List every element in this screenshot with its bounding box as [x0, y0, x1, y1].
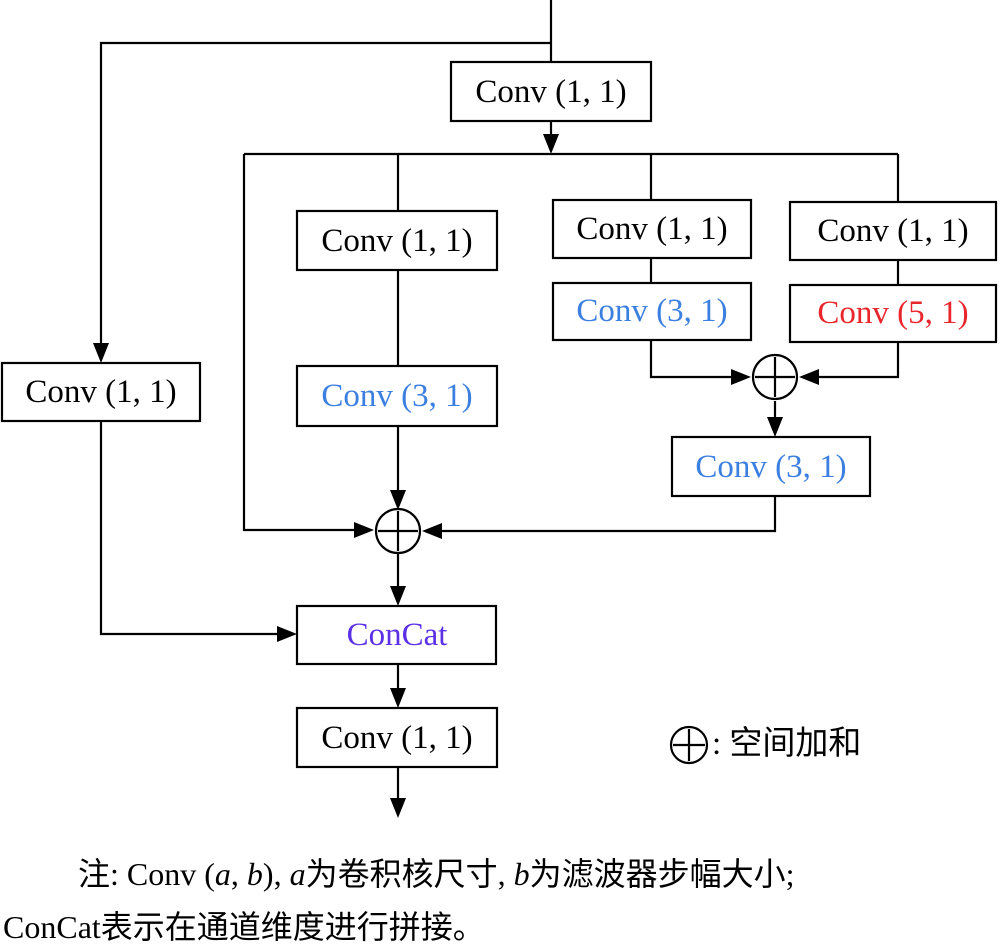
legend: : 空间加和 — [669, 725, 861, 765]
note-var-b: b — [514, 856, 530, 892]
arrowhead — [543, 134, 559, 154]
node-label: Conv (1, 1) — [817, 213, 968, 249]
circle-plus-icon — [669, 725, 709, 765]
note-sep: , — [231, 856, 247, 892]
arrowhead — [390, 490, 406, 510]
note-var-b: b — [247, 856, 263, 892]
arrowhead — [731, 369, 751, 385]
lower-adder-icon — [374, 507, 422, 555]
note-mid: 为卷积核尺寸, — [306, 856, 514, 892]
node-label: Conv (3, 1) — [695, 449, 846, 485]
node-conv-left: Conv (1, 1) — [0, 361, 202, 423]
node-label: Conv (1, 1) — [25, 374, 176, 410]
arrowhead — [277, 626, 297, 642]
node-label: Conv (1, 1) — [576, 211, 727, 247]
note-prefix: 注: Conv ( — [78, 856, 215, 892]
edges — [93, 0, 900, 818]
arrowhead — [767, 417, 783, 437]
arrowhead — [799, 369, 819, 385]
edge-bus-to-lower-adder — [242, 154, 360, 532]
node-label: Conv (1, 1) — [321, 720, 472, 756]
note-line-1: 注: Conv (a, b), a为卷积核尺寸, b为滤波器步幅大小; — [78, 856, 794, 892]
node-conv-merge-3x1: Conv (3, 1) — [670, 435, 872, 498]
node-conv-branch3-3x1: Conv (3, 1) — [551, 281, 753, 342]
upper-adder-icon — [751, 353, 799, 401]
legend-text: : 空间加和 — [712, 725, 861, 762]
node-conv-branch4-5x1: Conv (5, 1) — [788, 283, 998, 344]
note: 注: Conv (a, b), a为卷积核尺寸, b为滤波器步幅大小; ConC… — [3, 856, 794, 945]
note-var-a: a — [215, 856, 231, 892]
node-conv-out: Conv (1, 1) — [295, 706, 499, 769]
node-concat: ConCat — [295, 604, 498, 666]
edge-merge-conv-to-lower-adder — [436, 496, 777, 533]
note-mid: 为滤波器步幅大小; — [530, 856, 795, 892]
edge-b3-conv3-to-upper-adder — [649, 340, 737, 379]
node-label: Conv (1, 1) — [321, 223, 472, 259]
node-label: Conv (3, 1) — [321, 378, 472, 414]
node-conv-branch2-3x1: Conv (3, 1) — [295, 364, 499, 428]
node-label: Conv (5, 1) — [817, 295, 968, 331]
arrowhead — [422, 523, 442, 539]
edge-b4-conv5-to-upper-adder — [813, 342, 900, 379]
edge-left-conv-to-concat — [99, 421, 284, 636]
node-conv-top: Conv (1, 1) — [449, 60, 653, 123]
arrowhead — [390, 586, 406, 606]
node-conv-branch2-1x1: Conv (1, 1) — [295, 209, 499, 272]
note-mid: ), — [263, 856, 290, 892]
node-label: Conv (1, 1) — [475, 74, 626, 110]
node-conv-branch3-1x1: Conv (1, 1) — [551, 198, 753, 260]
arrowhead — [390, 798, 406, 818]
note-line-2: ConCat表示在通道维度进行拼接。 — [3, 909, 485, 945]
node-label: Conv (3, 1) — [576, 293, 727, 329]
arrowhead — [390, 688, 406, 708]
node-label: ConCat — [347, 617, 448, 653]
node-conv-branch4-1x1: Conv (1, 1) — [788, 200, 998, 262]
arrowhead — [93, 343, 109, 363]
note-var-a: a — [290, 856, 306, 892]
edge-input-to-left-conv — [99, 41, 551, 350]
arrowhead — [354, 522, 374, 538]
